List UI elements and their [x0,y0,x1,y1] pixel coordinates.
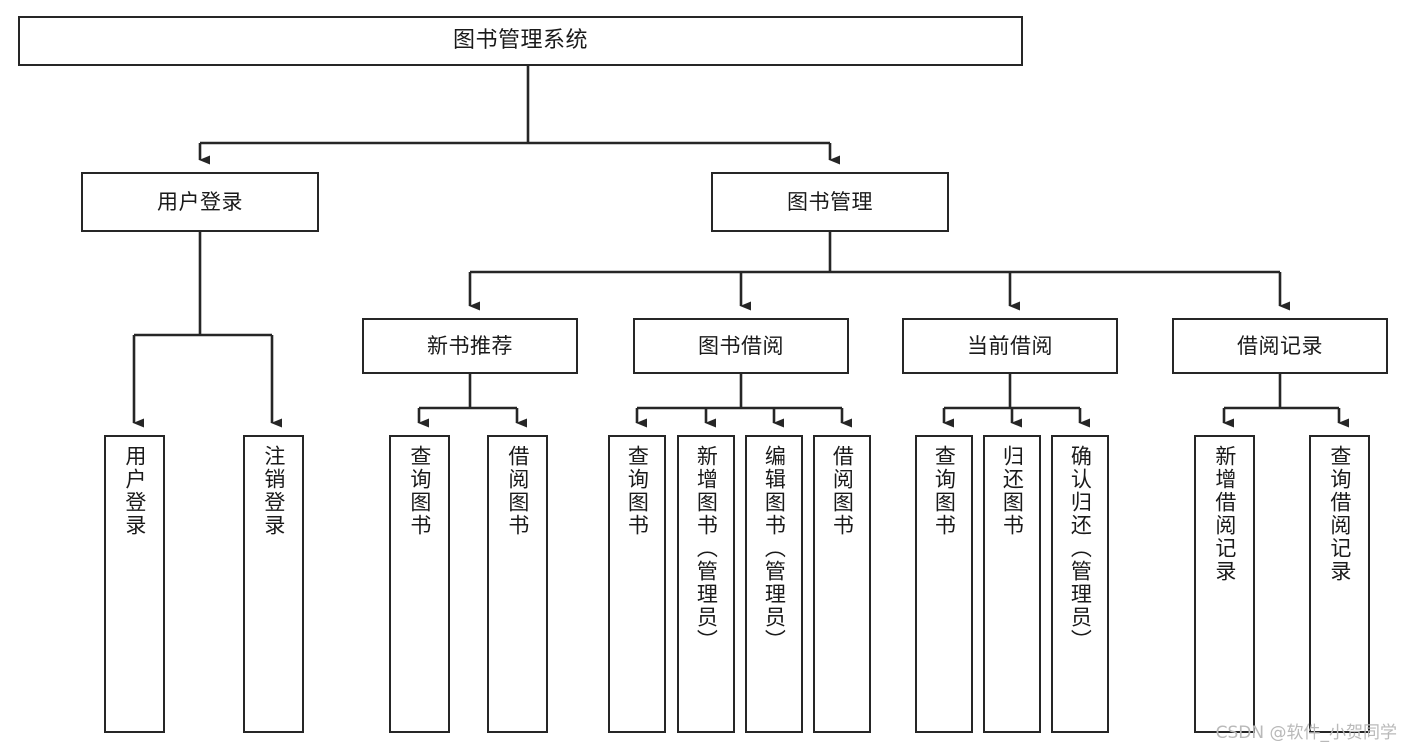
node-leaf-cur-return[interactable]: 归还图书 [983,435,1041,733]
node-leaf-rec-search-label: 查询借阅记录 [1327,445,1352,583]
csdn-watermark: CSDN @软件_小贺同学 [1215,723,1397,743]
node-leaf-rec-query[interactable]: 查询图书 [389,435,450,733]
node-book-manage[interactable]: 图书管理 [711,172,949,232]
node-current-borrow[interactable]: 当前借阅 [902,318,1118,374]
node-borrow-record[interactable]: 借阅记录 [1172,318,1388,374]
node-leaf-borrow-edit-label: 编辑图书（管理员） [762,445,787,652]
node-leaf-borrow-edit[interactable]: 编辑图书（管理员） [745,435,803,733]
node-leaf-user-login[interactable]: 用户登录 [104,435,165,733]
node-book-borrow-label: 图书借阅 [698,333,784,358]
node-borrow-record-label: 借阅记录 [1237,333,1323,358]
node-leaf-rec-add[interactable]: 新增借阅记录 [1194,435,1255,733]
node-leaf-user-logout[interactable]: 注销登录 [243,435,304,733]
node-leaf-user-login-label: 用户登录 [122,445,147,537]
node-leaf-rec-query-label: 查询图书 [407,445,432,537]
node-user-login-label: 用户登录 [157,189,243,214]
node-book-borrow[interactable]: 图书借阅 [633,318,849,374]
node-leaf-borrow-lend-label: 借阅图书 [830,445,855,537]
node-book-manage-label: 图书管理 [787,189,873,214]
node-leaf-cur-confirm[interactable]: 确认归还（管理员） [1051,435,1109,733]
node-leaf-rec-borrow[interactable]: 借阅图书 [487,435,548,733]
node-user-login[interactable]: 用户登录 [81,172,319,232]
node-leaf-borrow-add-label: 新增图书（管理员） [694,445,719,652]
node-leaf-borrow-query-label: 查询图书 [625,445,650,537]
node-leaf-user-logout-label: 注销登录 [261,445,286,537]
node-leaf-rec-add-label: 新增借阅记录 [1212,445,1237,583]
node-root-label: 图书管理系统 [452,28,588,54]
node-leaf-cur-query-label: 查询图书 [932,445,957,537]
node-new-book-rec-label: 新书推荐 [427,333,513,358]
node-leaf-rec-search[interactable]: 查询借阅记录 [1309,435,1370,733]
node-new-book-rec[interactable]: 新书推荐 [362,318,578,374]
node-leaf-rec-borrow-label: 借阅图书 [505,445,530,537]
node-leaf-cur-confirm-label: 确认归还（管理员） [1068,445,1093,652]
node-leaf-cur-query[interactable]: 查询图书 [915,435,973,733]
node-root[interactable]: 图书管理系统 [18,16,1023,66]
node-current-borrow-label: 当前借阅 [967,333,1053,358]
node-leaf-cur-return-label: 归还图书 [1000,445,1025,537]
node-leaf-borrow-lend[interactable]: 借阅图书 [813,435,871,733]
node-leaf-borrow-add[interactable]: 新增图书（管理员） [677,435,735,733]
node-leaf-borrow-query[interactable]: 查询图书 [608,435,666,733]
